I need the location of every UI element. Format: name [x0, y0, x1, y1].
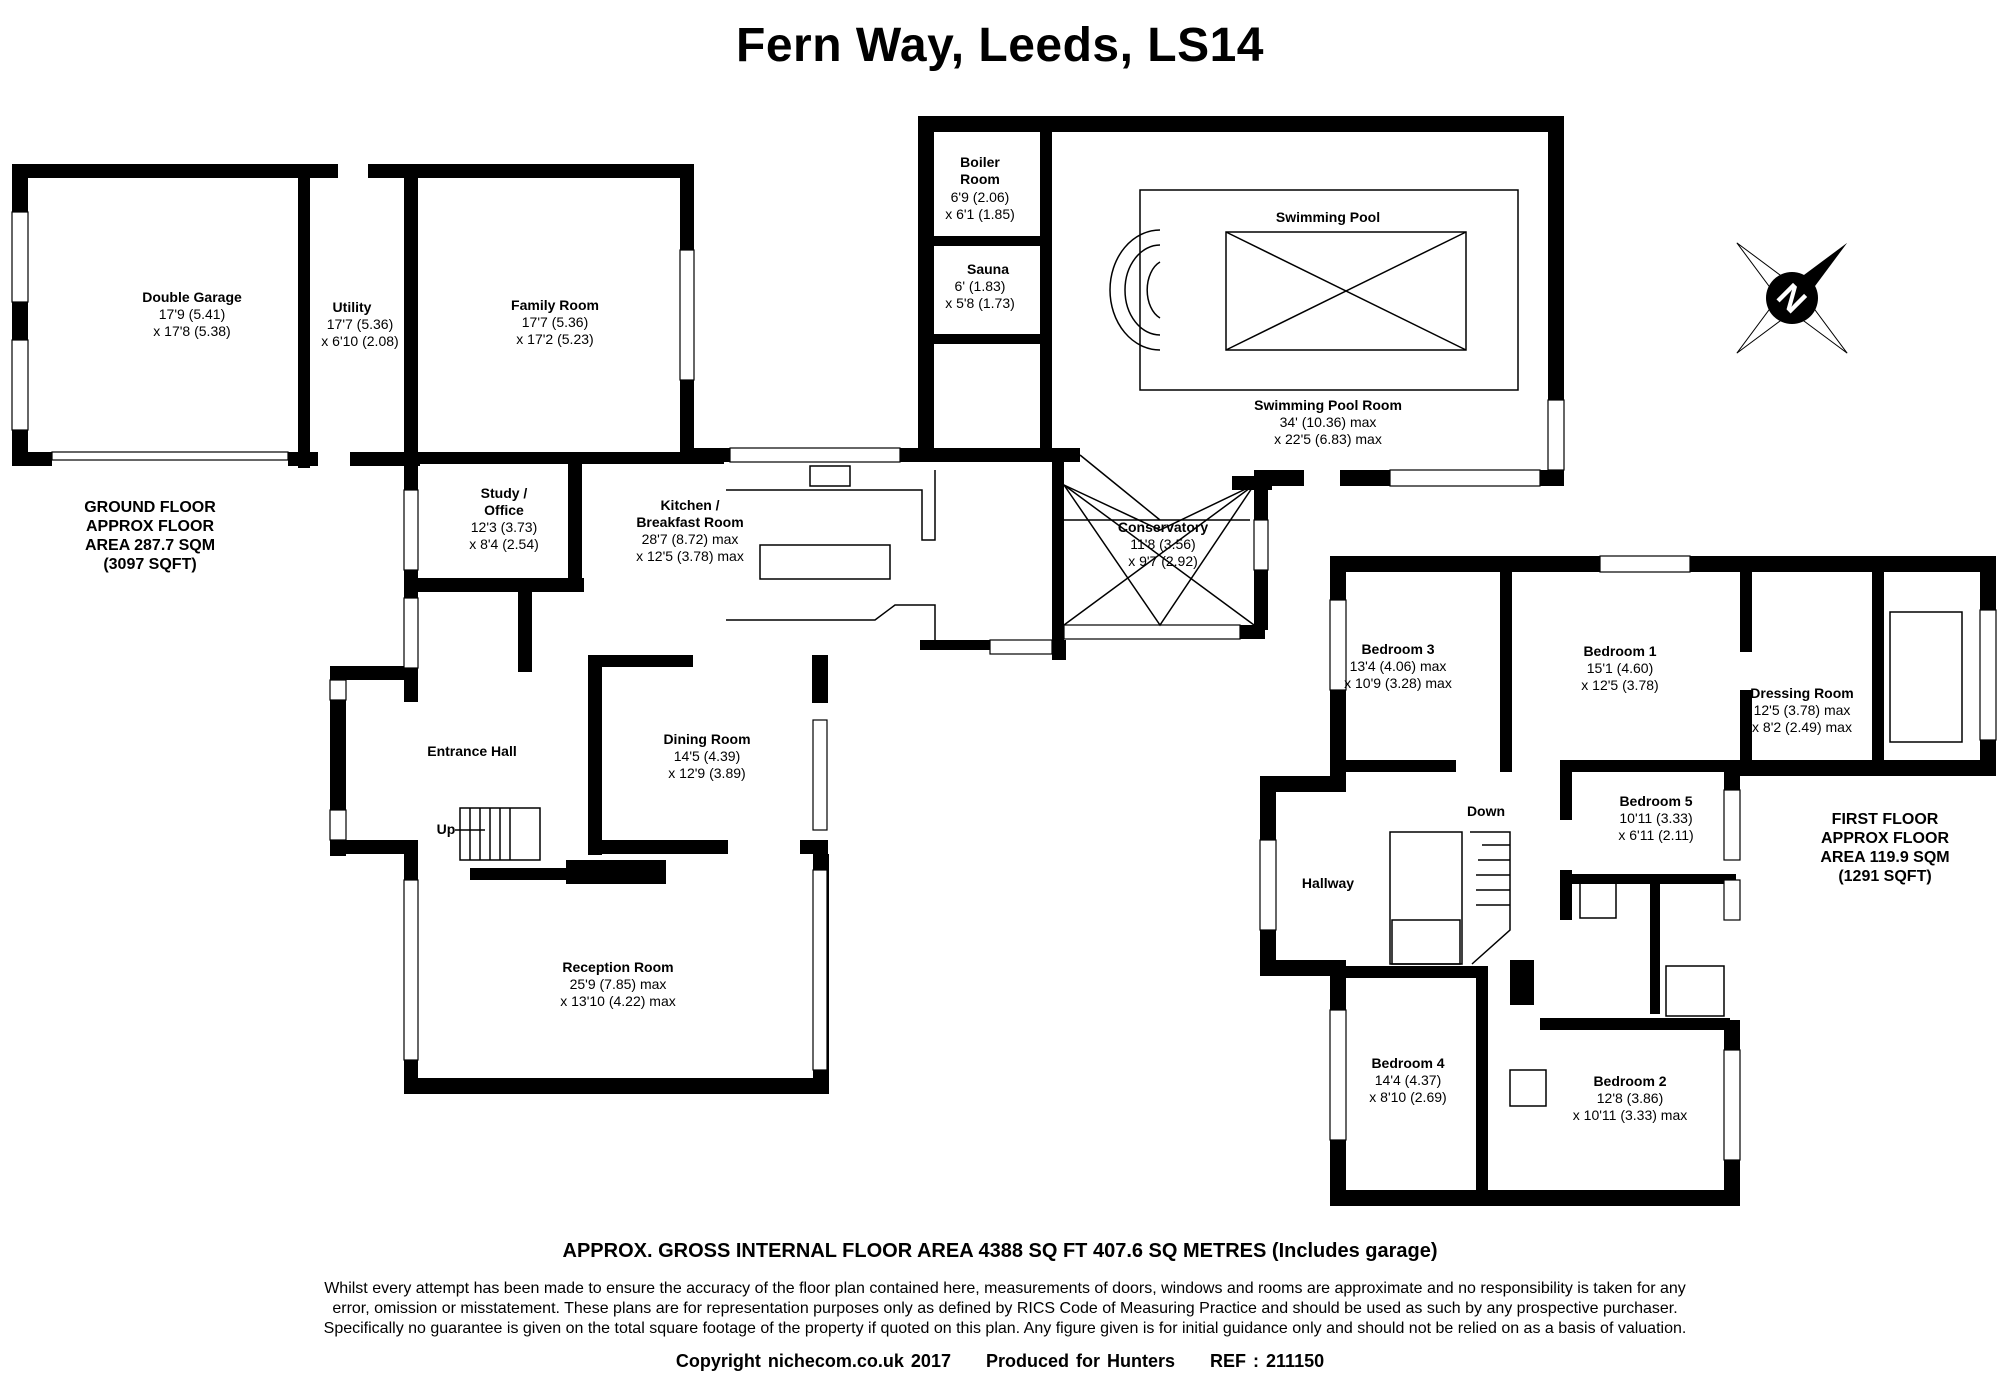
room-name: Swimming Pool Room: [1254, 397, 1402, 413]
room-name: Bedroom 4: [1371, 1055, 1444, 1071]
room-name: Utility: [333, 299, 372, 315]
room-dims: x 8'4 (2.54): [469, 536, 539, 552]
copyright-text: Copyright nichecom.co.uk 2017: [675, 1351, 951, 1371]
room-name: Swimming Pool: [1276, 209, 1380, 225]
room-name: Hallway: [1302, 875, 1354, 891]
room-name: Family Room: [511, 297, 599, 313]
room-dims: x 12'9 (3.89): [668, 765, 745, 781]
disclaimer-line: Whilst every attempt has been made to en…: [324, 1280, 1686, 1297]
room-name: Bedroom 2: [1593, 1073, 1666, 1089]
compass-rose: [1736, 242, 1848, 354]
first-floor-windows: [1259, 555, 1997, 1161]
stair-label: Down: [1467, 803, 1505, 819]
area-line: FIRST FLOOR: [1831, 811, 1939, 828]
room-name: Dressing Room: [1750, 685, 1853, 701]
room-dims: 17'7 (5.36): [327, 316, 394, 332]
room-dims: 6' (1.83): [955, 278, 1006, 294]
room-dims: x 6'11 (2.11): [1618, 827, 1693, 843]
area-line: (3097 SQFT): [103, 556, 197, 573]
room-name: Breakfast Room: [636, 514, 743, 530]
room-dims: 10'11 (3.33): [1619, 810, 1692, 826]
room-dims: 14'5 (4.39): [674, 748, 741, 764]
room-dims: x 9'7 (2.92): [1128, 553, 1198, 569]
room-dims: 11'8 (3.56): [1130, 536, 1195, 552]
disclaimer-line: Specifically no guarantee is given on th…: [323, 1320, 1687, 1337]
room-name: Dining Room: [663, 731, 750, 747]
room-dims: x 17'8 (5.38): [153, 323, 230, 339]
room-name: Entrance Hall: [427, 743, 516, 759]
room-name: Study /: [481, 485, 528, 501]
area-line: AREA 287.7 SQM: [84, 537, 216, 554]
area-line: APPROX FLOOR: [1820, 830, 1949, 847]
room-name: Sauna: [967, 261, 1009, 277]
room-name: Bedroom 3: [1361, 641, 1434, 657]
gross-internal-area: APPROX. GROSS INTERNAL FLOOR AREA 4388 S…: [562, 1240, 1438, 1262]
ground-floor-area-label: GROUND FLOOR APPROX FLOOR AREA 287.7 SQM…: [60, 498, 240, 574]
room-dims: x 22'5 (6.83) max: [1274, 431, 1382, 447]
room-dims: x 12'5 (3.78) max: [636, 548, 744, 564]
room-dims: x 17'2 (5.23): [516, 331, 593, 347]
room-dims: x 10'11 (3.33) max: [1573, 1107, 1687, 1123]
room-dims: 28'7 (8.72) max: [642, 531, 739, 547]
room-dims: x 6'10 (2.08): [321, 333, 398, 349]
reference-text: REF : 211150: [1210, 1351, 1325, 1371]
ground-floor-windows: [11, 211, 1565, 1071]
room-dims: 12'3 (3.73): [471, 519, 538, 535]
room-name: Room: [960, 171, 1000, 187]
room-dims: x 13'10 (4.22) max: [560, 993, 676, 1009]
room-name: Boiler: [960, 154, 1000, 170]
room-dims: 17'9 (5.41): [159, 306, 226, 322]
ground-floor-labels: Double Garage 17'9 (5.41) x 17'8 (5.38) …: [142, 154, 1402, 1009]
room-dims: x 6'1 (1.85): [945, 206, 1015, 222]
room-dims: 15'1 (4.60): [1587, 660, 1654, 676]
room-name: Reception Room: [562, 959, 673, 975]
room-name: Conservatory: [1118, 519, 1208, 535]
room-dims: 12'5 (3.78) max: [1754, 702, 1851, 718]
room-dims: 34' (10.36) max: [1280, 414, 1377, 430]
room-dims: 14'4 (4.37): [1375, 1072, 1442, 1088]
room-name: Kitchen /: [660, 497, 719, 513]
room-dims: x 5'8 (1.73): [945, 295, 1015, 311]
produced-for-text: Produced for Hunters: [985, 1351, 1176, 1371]
disclaimer-line: error, omission or misstatement. These p…: [332, 1300, 1678, 1317]
first-floor-fittings: [1389, 611, 1963, 1107]
ground-floor-fittings: [455, 189, 1519, 861]
area-line: APPROX FLOOR: [85, 518, 214, 535]
area-line: AREA 119.9 SQM: [1820, 849, 1950, 866]
disclaimer: Whilst every attempt has been made to en…: [240, 1279, 1770, 1339]
plan-title: Fern Way, Leeds, LS14: [736, 19, 1264, 72]
room-name: Double Garage: [142, 289, 242, 305]
stair-label: Up: [437, 821, 456, 837]
room-dims: 6'9 (2.06): [951, 189, 1010, 205]
room-dims: x 8'2 (2.49) max: [1752, 719, 1852, 735]
area-line: GROUND FLOOR: [84, 499, 216, 516]
room-dims: x 8'10 (2.69): [1369, 1089, 1446, 1105]
first-floor-labels: Bedroom 3 13'4 (4.06) max x 10'9 (3.28) …: [1302, 641, 1854, 1123]
room-dims: x 10'9 (3.28) max: [1344, 675, 1452, 691]
room-name: Bedroom 5: [1619, 793, 1692, 809]
room-dims: 25'9 (7.85) max: [570, 976, 667, 992]
room-dims: x 12'5 (3.78): [1581, 677, 1658, 693]
first-floor-area-label: FIRST FLOOR APPROX FLOOR AREA 119.9 SQM …: [1795, 810, 1975, 886]
copyright-line: Copyright nichecom.co.uk 2017 Produced f…: [0, 1351, 2000, 1372]
room-name: Office: [484, 502, 524, 518]
room-dims: 12'8 (3.86): [1597, 1090, 1664, 1106]
room-dims: 17'7 (5.36): [522, 314, 589, 330]
area-line: (1291 SQFT): [1838, 868, 1932, 885]
room-dims: 13'4 (4.06) max: [1350, 658, 1447, 674]
room-name: Bedroom 1: [1583, 643, 1656, 659]
